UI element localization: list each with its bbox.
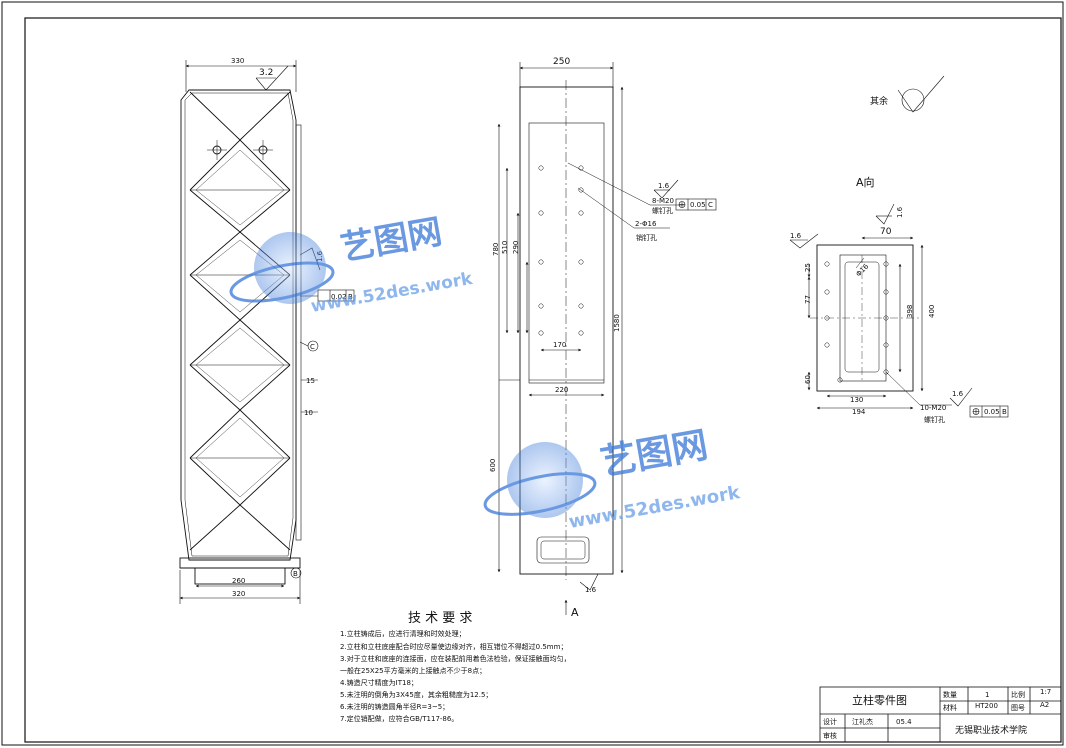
title-block-text: 立柱零件图 数量 1 比例 1:7 材料 HT200 图号 A2 设计 江礼杰 … bbox=[823, 688, 1051, 740]
roughness-1-6-a-top: 1.6 bbox=[896, 206, 904, 218]
note-2: 2.立柱和立柱底座配合时应尽量使边缘对齐，相互错位不得超过0.5mm； bbox=[340, 642, 567, 651]
mid-thread-name: 螺钉孔 bbox=[652, 206, 673, 215]
technical-requirements: 技 术 要 求 1.立柱铸成后，应进行清理和时效处理； 2.立柱和立柱底座配合时… bbox=[340, 611, 571, 723]
dim-260: 260 bbox=[232, 577, 245, 585]
mid-pin-callout: 2-Φ16 bbox=[635, 220, 657, 228]
material-label: 材料 bbox=[943, 703, 957, 712]
dim-250: 250 bbox=[553, 57, 570, 67]
dim-290: 290 bbox=[512, 241, 520, 254]
drawing-no-label: 图号 bbox=[1011, 704, 1025, 712]
front-view bbox=[179, 89, 318, 585]
watermark-top: 艺图网 www.52des.work bbox=[229, 212, 475, 317]
mid-position-datum: C bbox=[708, 201, 713, 209]
a-view-dimensions bbox=[789, 75, 1009, 418]
a-position-datum: B bbox=[1002, 408, 1007, 416]
dim-10: 10 bbox=[304, 409, 313, 417]
front-dimensions bbox=[179, 60, 355, 604]
dim-70: 70 bbox=[880, 227, 892, 237]
roughness-1-6-bottom: 1.6 bbox=[585, 586, 597, 594]
note-1: 1.立柱铸成后，应进行清理和时效处理； bbox=[340, 629, 466, 638]
material-value: HT200 bbox=[975, 702, 998, 710]
note-4: 4.铸造尺寸精度为IT18； bbox=[340, 678, 418, 687]
dim-60: 60 bbox=[804, 375, 812, 384]
dim-510: 510 bbox=[501, 241, 509, 254]
qty-label: 数量 bbox=[943, 690, 957, 699]
watermark-url: www.52des.work bbox=[309, 269, 474, 317]
notes-title: 技 术 要 求 bbox=[408, 611, 472, 626]
a-thread-name: 螺钉孔 bbox=[924, 415, 945, 424]
side-dimensions bbox=[497, 62, 717, 615]
dim-600: 600 bbox=[489, 459, 497, 472]
a-view-title: A向 bbox=[856, 175, 875, 189]
dim-780: 780 bbox=[492, 243, 500, 256]
qty-value: 1 bbox=[985, 691, 989, 699]
mid-thread-callout: 8-M20 bbox=[652, 197, 674, 205]
dim-400: 400 bbox=[928, 305, 936, 318]
watermark-bottom: 艺图网 www.52des.work bbox=[483, 425, 742, 533]
a-view-labels: A向 70 25 77 60 130 194 398 400 Φ16 10-M2… bbox=[790, 95, 1007, 424]
roughness-1-6-a-left: 1.6 bbox=[790, 232, 802, 240]
note-6: 6.未注明的铸造圆角半径R=3~5； bbox=[340, 702, 449, 711]
note-5: 5.未注明的倒角为3X45度，其余粗糙度为12.5； bbox=[340, 690, 492, 699]
front-dim-labels: 330 3.2 260 320 15 10 1.6 0.02 B C B bbox=[231, 57, 353, 598]
a-view bbox=[810, 244, 952, 406]
school-name: 无锡职业技术学院 bbox=[955, 724, 1027, 736]
scale-value: 1:7 bbox=[1040, 688, 1051, 696]
drawing-no-value: A2 bbox=[1040, 701, 1049, 709]
designer-name: 江礼杰 bbox=[852, 717, 873, 726]
dim-398: 398 bbox=[906, 305, 914, 318]
roughness-1-6-mid: 1.6 bbox=[658, 182, 670, 190]
dim-320: 320 bbox=[232, 590, 245, 598]
dim-170: 170 bbox=[553, 341, 566, 349]
roughness-3-2: 3.2 bbox=[259, 68, 273, 78]
a-position-value: 0.05 bbox=[984, 408, 1000, 416]
part-name: 立柱零件图 bbox=[852, 693, 907, 707]
other-roughness-label: 其余 bbox=[870, 95, 888, 107]
scale-label: 比例 bbox=[1011, 690, 1025, 699]
check-label: 审核 bbox=[823, 731, 837, 740]
dim-130: 130 bbox=[850, 396, 863, 404]
datum-c-label: C bbox=[310, 343, 315, 351]
note-3: 3.对于立柱和底座的连接面，应在装配前用着色法检验，保证接触面均匀， bbox=[340, 654, 571, 663]
side-dim-labels: 250 780 510 290 170 220 1580 600 8-M20 螺… bbox=[489, 57, 713, 619]
dim-25: 25 bbox=[804, 263, 812, 272]
title-block bbox=[819, 686, 1062, 743]
roughness-1-6-a-right: 1.6 bbox=[952, 390, 964, 398]
dim-77: 77 bbox=[804, 295, 812, 304]
dim-1580: 1580 bbox=[613, 314, 621, 332]
a-thread-callout: 10-M20 bbox=[920, 404, 946, 412]
inner-frame bbox=[24, 17, 1062, 743]
dim-220: 220 bbox=[555, 386, 568, 394]
mid-position-value: 0.05 bbox=[690, 201, 706, 209]
watermark-globe-icon bbox=[507, 442, 583, 518]
design-label: 设计 bbox=[823, 717, 837, 726]
dim-330: 330 bbox=[231, 57, 244, 65]
note-3-cont: 一般在25X25平方毫米的上接触点不少于8点； bbox=[340, 666, 486, 675]
watermark-brand: 艺图网 bbox=[338, 212, 445, 269]
watermark-globe-icon bbox=[254, 232, 326, 304]
a-slot-callout: Φ16 bbox=[854, 262, 870, 278]
design-date: 05.4 bbox=[896, 718, 912, 726]
flatness-value: 0.02 bbox=[331, 293, 347, 301]
view-a-arrow-label: A bbox=[571, 606, 579, 619]
dim-15: 15 bbox=[306, 377, 315, 385]
datum-b-label: B bbox=[293, 570, 298, 578]
mid-pin-name: 销钉孔 bbox=[636, 233, 657, 242]
flatness-datum: B bbox=[348, 293, 353, 301]
dim-194: 194 bbox=[852, 408, 866, 416]
watermark-brand: 艺图网 bbox=[597, 425, 710, 484]
note-7: 7.定位销配做，应符合GB/T117-86。 bbox=[340, 714, 458, 723]
